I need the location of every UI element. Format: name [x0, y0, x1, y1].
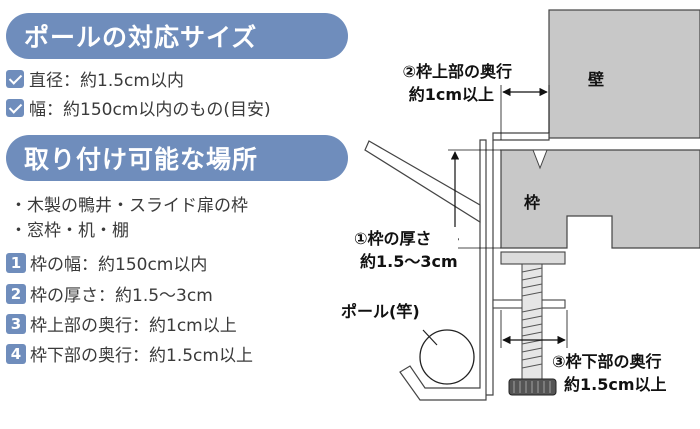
- requirement-item: 2 枠の厚さ：約1.5～3cm: [6, 281, 213, 306]
- number-badge: 1: [6, 252, 26, 273]
- mount-location-heading: 取り付け可能な場所: [6, 135, 348, 181]
- frame-label: 枠: [524, 193, 541, 212]
- pole-size-heading: ポールの対応サイズ: [6, 13, 348, 59]
- wall-label: 壁: [588, 70, 605, 89]
- number-badge: 2: [6, 283, 26, 304]
- checkbox-icon: [6, 98, 24, 117]
- location-bullet: ・木製の鴨井・スライド扉の枠: [10, 196, 248, 216]
- pole-circle: [419, 329, 475, 385]
- pole-diameter-item: 直径：約1.5cm以内: [6, 66, 184, 91]
- requirement-text: 枠の厚さ：約1.5～3cm: [30, 286, 213, 306]
- clamp-plate: [500, 251, 566, 265]
- pole-width-item: 幅：約150cm以内のもの(目安): [6, 95, 271, 120]
- bottom-depth-label: ③枠下部の奥行 約1.5cm以上: [552, 352, 667, 394]
- location-bullet: ・窓枠・机・棚: [10, 221, 129, 241]
- pole-width-text: 幅：約150cm以内のもの(目安): [29, 100, 271, 120]
- top-depth-label: ②枠上部の奥行 約1cm以上: [402, 62, 512, 104]
- requirement-text: 枠下部の奥行：約1.5cm以上: [30, 346, 253, 366]
- wall-block: [548, 9, 700, 139]
- number-badge: 3: [6, 313, 26, 334]
- thickness-label: ①枠の厚さ 約1.5～3cm: [346, 227, 458, 273]
- number-badge: 4: [6, 343, 26, 364]
- frame-block: [500, 149, 700, 249]
- pole-holder-arm: [364, 140, 481, 224]
- frame-notch: [532, 149, 548, 170]
- requirement-item: 1 枠の幅：約150cm以内: [6, 250, 207, 275]
- screw-shaft: [521, 263, 543, 381]
- pole-diameter-text: 直径：約1.5cm以内: [29, 71, 184, 91]
- requirement-item: 3 枠上部の奥行：約1cm以上: [6, 311, 237, 336]
- requirement-text: 枠の幅：約150cm以内: [30, 255, 208, 275]
- requirement-item: 4 枠下部の奥行：約1.5cm以上: [6, 341, 253, 366]
- checkbox-icon: [6, 69, 24, 88]
- requirement-text: 枠上部の奥行：約1cm以上: [30, 316, 237, 336]
- pole-label: ポール(竿): [341, 302, 420, 321]
